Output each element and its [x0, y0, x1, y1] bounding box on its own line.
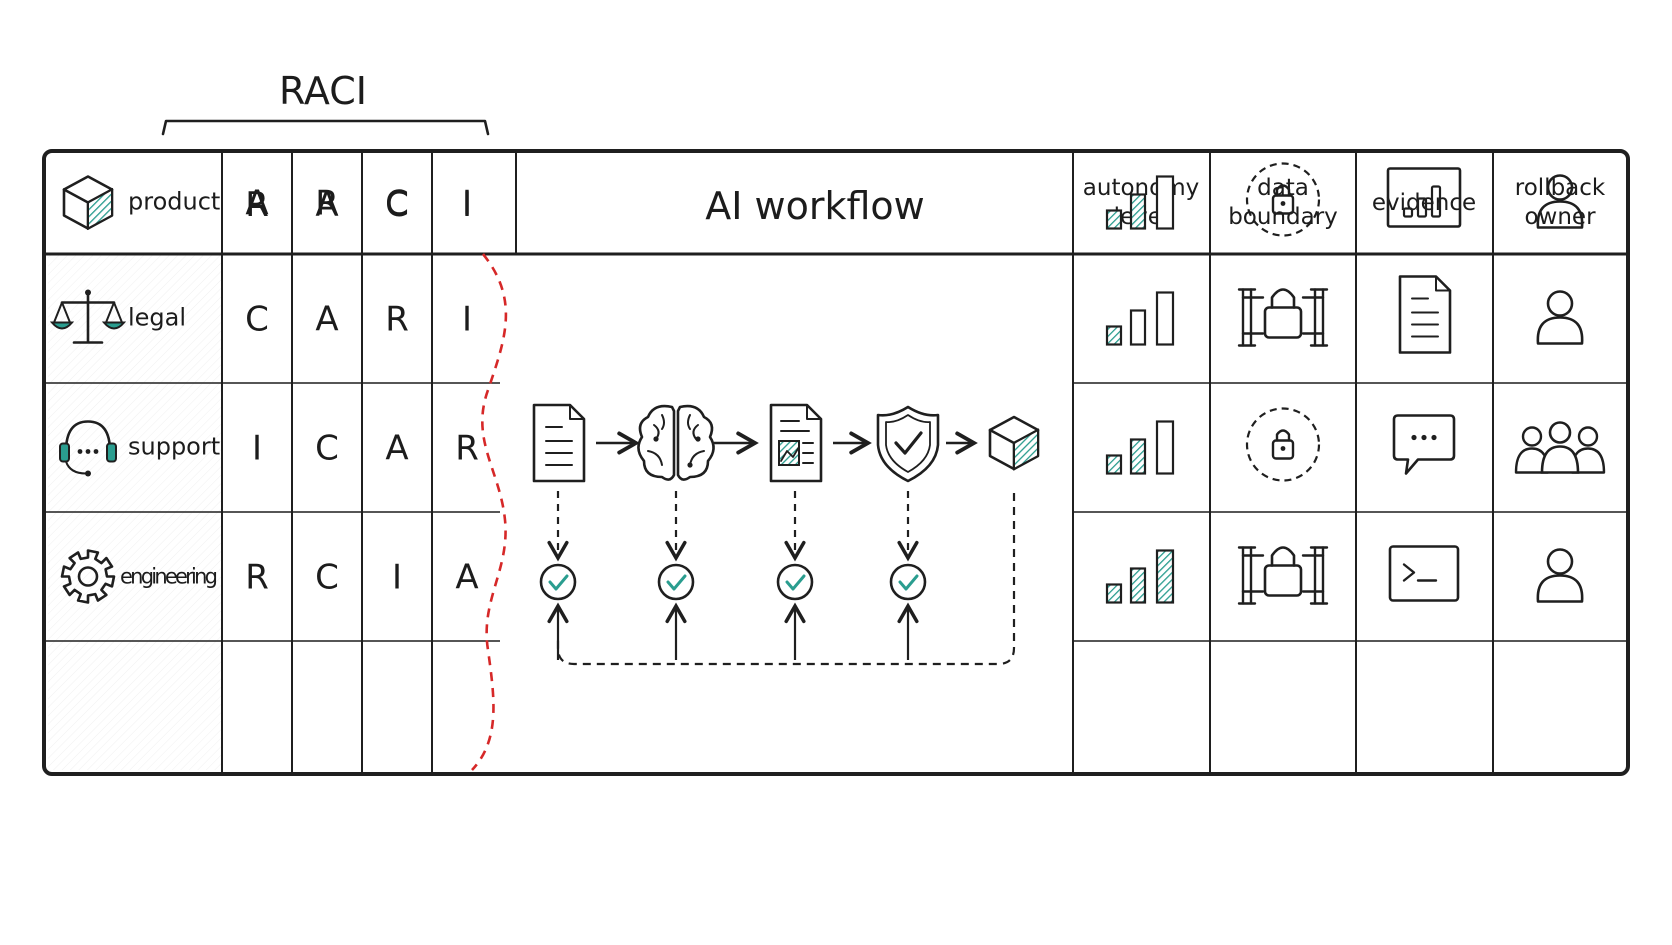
headset-icon	[59, 420, 117, 477]
team-label: product	[128, 188, 220, 216]
raci-header-i: I	[462, 185, 472, 225]
terminal-icon	[1388, 545, 1460, 602]
table-row: legal C A R I	[49, 275, 1584, 354]
page-title: RACI	[279, 69, 367, 113]
person-icon	[1536, 290, 1584, 345]
brain-icon	[637, 404, 715, 481]
raci-cell: I	[462, 300, 472, 340]
workflow-header: AI workflow	[705, 184, 925, 228]
table-grid	[44, 151, 1628, 774]
people-group-icon	[1514, 421, 1606, 474]
shield-check-icon	[876, 405, 940, 483]
raci-cell: A	[385, 429, 408, 469]
autonomy-bar	[1105, 209, 1123, 230]
column-header-line2: boundary	[1228, 204, 1338, 230]
check-icon	[776, 563, 814, 601]
raci-cell: R	[245, 558, 269, 598]
autonomy-bar	[1129, 193, 1147, 230]
check-icon	[889, 563, 927, 601]
autonomy-level-icon	[1105, 420, 1175, 475]
cube-icon	[62, 175, 114, 231]
autonomy-level-icon	[1105, 291, 1175, 346]
raci-cell: C	[385, 184, 409, 224]
column-header-line1: data	[1257, 175, 1309, 201]
check-icon	[539, 563, 577, 601]
chart-icon	[1386, 167, 1462, 228]
raci-header-r: R	[245, 185, 269, 225]
raci-cell: C	[245, 300, 269, 340]
check-icon	[657, 563, 695, 601]
autonomy-bar	[1129, 567, 1147, 604]
raci-cell: A	[455, 558, 478, 598]
table-frame	[42, 149, 1630, 776]
padlock-fence-icon	[1237, 546, 1329, 605]
title-bracket	[161, 119, 490, 136]
ai-workflow	[532, 403, 1040, 666]
autonomy-bar	[1105, 325, 1123, 346]
padlock-circle-icon	[1245, 162, 1321, 237]
team-label: support	[128, 433, 220, 461]
padlock-circle-icon	[1245, 407, 1321, 482]
autonomy-bar	[1155, 420, 1175, 475]
raci-cell: A	[315, 300, 338, 340]
raci-cell: R	[315, 184, 339, 224]
padlock-fence-icon	[1237, 288, 1329, 347]
chat-bubble-icon	[1392, 414, 1456, 475]
raci-cell: R	[385, 300, 409, 340]
person-icon	[1536, 174, 1584, 229]
autonomy-bar	[1129, 438, 1147, 475]
scales-icon	[49, 289, 127, 344]
column-header-line1: rollback	[1515, 175, 1606, 201]
raci-cell: R	[455, 429, 479, 469]
gear-icon	[60, 549, 116, 604]
autonomy-bar	[1155, 175, 1175, 230]
person-icon	[1536, 548, 1584, 603]
team-label: engineering	[120, 565, 218, 589]
raci-divider-line	[471, 253, 508, 771]
report-icon	[769, 403, 823, 483]
feedback-loop	[556, 493, 1016, 666]
autonomy-level-icon	[1105, 549, 1175, 604]
autonomy-bar	[1129, 309, 1147, 346]
autonomy-level-icon	[1105, 175, 1175, 230]
raci-header-a: A	[315, 185, 338, 225]
table-row: support I C A R	[59, 407, 1606, 482]
team-label: legal	[128, 304, 186, 332]
raci-cell: I	[392, 558, 402, 598]
autonomy-bar	[1155, 291, 1175, 346]
document-icon	[1398, 275, 1452, 354]
autonomy-bar	[1105, 583, 1123, 604]
raci-cell: C	[315, 429, 339, 469]
raci-cell: C	[315, 558, 339, 598]
cube-icon	[988, 415, 1040, 471]
column-header-line2: owner	[1524, 204, 1596, 230]
raci-cell: A	[245, 184, 268, 224]
raci-header-c: C	[385, 185, 409, 225]
table-row: engineering R C I A	[60, 545, 1584, 605]
raci-cell: I	[462, 184, 472, 224]
autonomy-bar	[1105, 454, 1123, 475]
autonomy-bar	[1155, 549, 1175, 604]
document-icon	[532, 403, 586, 483]
raci-cell: I	[252, 429, 262, 469]
